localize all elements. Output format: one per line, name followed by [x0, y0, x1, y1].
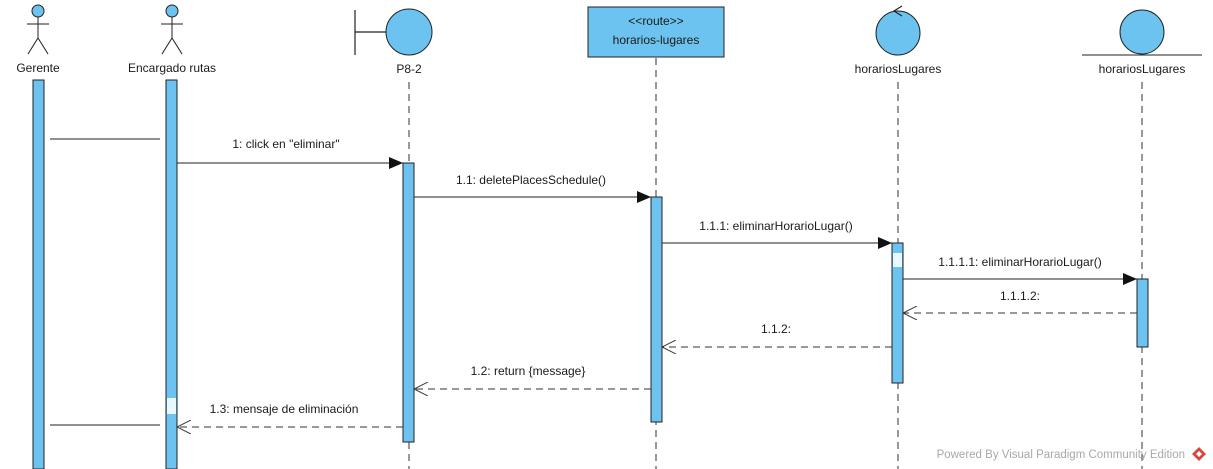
actor-icon	[27, 4, 49, 55]
message-label: 1.1.1: eliminarHorarioLugar()	[699, 219, 852, 233]
activation-entity	[1136, 278, 1149, 348]
message-label: 1.1: deletePlacesSchedule()	[456, 173, 606, 187]
visual-paradigm-logo-icon	[1192, 447, 1206, 461]
activation-p82	[402, 162, 415, 443]
participant-ctrl[interactable]: horariosLugares	[855, 5, 942, 76]
participant-label: Gerente	[16, 61, 60, 75]
message-label: 1.1.2:	[761, 322, 791, 336]
route-box	[587, 6, 725, 58]
message-label: 1.2: return {message}	[471, 364, 586, 378]
participant-gerente[interactable]: Gerente	[16, 4, 60, 75]
watermark-text: Powered By Visual Paradigm Community Edi…	[936, 449, 1185, 461]
participant-encargado[interactable]: Encargado rutas	[128, 4, 216, 75]
participant-p82[interactable]: P8-2	[354, 8, 433, 76]
participant-route[interactable]: <<route>> horarios-lugares	[587, 6, 725, 58]
participant-label: horariosLugares	[1099, 62, 1186, 76]
activation-encargado	[165, 79, 178, 469]
activation-highlight	[893, 253, 902, 267]
activation-gerente	[32, 79, 45, 469]
participant-label: horariosLugares	[855, 62, 942, 76]
route-stereotype: <<route>>	[628, 14, 683, 28]
entity-icon	[1082, 9, 1202, 56]
message-label: 1.3: mensaje de eliminación	[210, 402, 359, 416]
message-label: 1.1.1.1: eliminarHorarioLugar()	[938, 255, 1101, 269]
participant-label: horarios-lugares	[613, 33, 700, 47]
message-label: 1: click en "eliminar"	[232, 137, 339, 151]
activation-route	[650, 196, 663, 423]
control-icon	[875, 5, 921, 56]
message-label: 1.1.1.2:	[1000, 289, 1040, 303]
boundary-icon	[354, 8, 433, 56]
participant-label: Encargado rutas	[128, 61, 216, 75]
participant-entity[interactable]: horariosLugares	[1082, 9, 1202, 76]
activation-highlight	[167, 398, 176, 414]
participant-label: P8-2	[396, 62, 422, 76]
actor-icon	[161, 4, 183, 55]
